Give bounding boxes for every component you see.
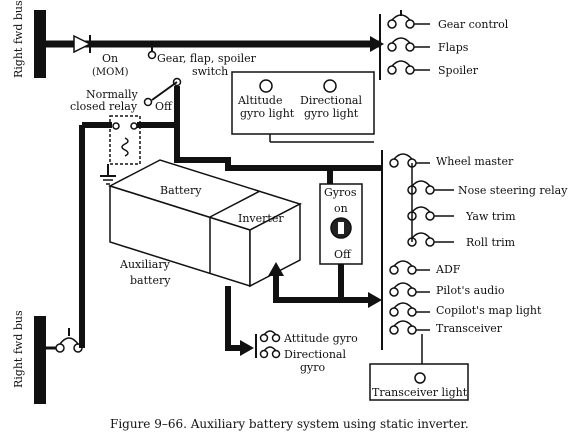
inverter-feed-wire [225,160,333,186]
gyro-loads-arrow [240,340,254,356]
directional-lamp-icon [323,79,337,93]
diode-icon [73,34,92,54]
top-load-spoiler: Spoiler [438,64,479,77]
breaker-icon [407,180,454,195]
gear-switch-label-1: Gear, flap, spoiler [157,52,257,65]
right-load-adf: ADF [435,263,461,276]
relay-label-1: Normally [86,88,139,101]
breaker-icon [387,37,430,52]
gyro-lights-box [231,71,375,135]
directional-light-label-1: Directional [300,94,362,107]
gear-switch-lever [151,81,178,101]
top-load-flaps: Flaps [438,41,469,54]
aux-battery-label-1: Auxiliary [119,258,171,271]
right-load-pilots-audio: Pilot's audio [436,284,505,297]
top-main-wire-arrow [370,36,384,52]
breaker-icon [389,153,430,168]
breaker-icon [407,232,454,247]
figure-caption: Figure 9–66. Auxiliary battery system us… [110,417,469,431]
transceiver-lamp-icon [414,372,426,384]
breaker-icon [389,282,430,297]
gyro-loads-wire [225,286,244,351]
inverter-output-wire [273,270,374,303]
gyro-load-attitude: Attitude gyro [283,332,358,345]
breaker-icon [389,302,430,317]
right-load-copilots-map-light: Copilot's map light [436,304,542,317]
on-mom-sub-label: (MOM) [92,67,129,78]
altitude-light-label-1: Altitude [237,94,282,107]
altitude-lamp-icon [259,79,273,93]
top-load-gear: Gear control [438,18,509,31]
breaker-icon [259,330,281,343]
right-load-yaw-trim: Yaw trim [465,210,516,223]
breaker-icon [389,320,430,335]
relay-contact-a [112,122,120,130]
directional-light-label-2: gyro light [304,107,359,120]
transceiver-light-label: Transceiver light [372,386,468,399]
breaker-icon [259,346,281,359]
breaker-icon [387,10,430,29]
relay-coil-icon [121,137,129,157]
breaker-icon [389,260,430,275]
bottom-bus-label: Right fwd bus [12,310,25,388]
right-load-wheel-master: Wheel master [436,155,514,168]
bottom-bus-bar [34,316,46,404]
gyro-breakers [255,330,281,359]
gear-switch-label-2: switch [192,65,228,78]
inverter-output-arrow-right [368,292,382,308]
bottom-switch-contact-a [55,343,65,353]
gyros-switch-title: Gyros [324,186,357,199]
gyro-load-directional-1: Directional [284,348,346,361]
relay-contact-b [130,122,138,130]
right-load-nose-steering: Nose steering relay [458,184,568,197]
inverter-output-arrow-up [268,262,284,276]
gear-switch-contact-top [147,50,157,60]
off-label: Off [155,100,173,113]
toggle-lever-icon [338,222,344,234]
switch-to-battery-wire [174,86,231,170]
aux-battery-label-2: battery [130,274,171,287]
altitude-light-label-2: gyro light [240,107,295,120]
inverter-label: Inverter [238,212,284,225]
top-bus-label: Right fwd bus [12,0,25,78]
battery-label: Battery [160,184,202,197]
right-load-transceiver: Transceiver [436,322,503,335]
bottom-switch-arc [59,337,79,345]
breaker-icon [387,60,430,75]
inverter-divider-top [209,190,261,218]
top-load-breakers [379,10,430,80]
gyros-switch-on: on [334,202,348,215]
gyros-switch-off: Off [334,248,352,261]
gyro-load-directional-2: gyro [300,361,326,374]
on-mom-label: On [102,52,118,65]
right-load-breakers [389,153,454,335]
top-bus-bar [34,10,46,78]
battery-side-face [249,202,301,288]
breaker-icon [407,206,454,221]
right-load-roll-trim: Roll trim [466,236,516,249]
gear-switch-off-contact [143,97,153,107]
relay-label-2: closed relay [70,100,138,113]
